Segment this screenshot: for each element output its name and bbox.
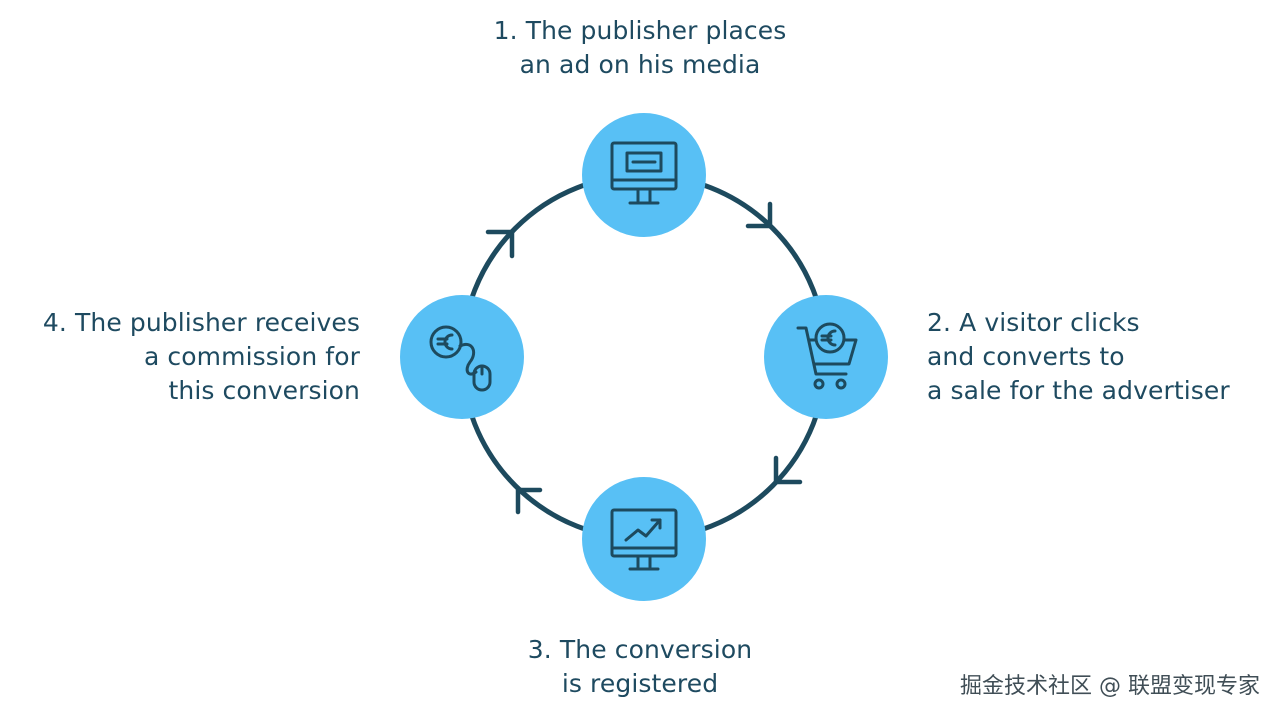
step-2-line-1: 2. A visitor clicks <box>927 308 1140 337</box>
monitor-chart-icon <box>610 508 678 571</box>
step-2-line-2: and converts to <box>927 342 1125 371</box>
euro-mouse-icon <box>429 325 492 392</box>
step-3-line-1: 3. The conversion <box>527 635 753 664</box>
node-visitor-converts <box>764 295 888 419</box>
step-3-label: 3. The conversion is registered <box>440 633 840 701</box>
step-4-label: 4. The publisher receives a commission f… <box>20 306 360 408</box>
node-conversion-registered <box>582 477 706 601</box>
cart-euro-icon <box>796 322 858 390</box>
step-2-line-3: a sale for the advertiser <box>927 376 1230 405</box>
cycle-arrow-bottom-left <box>515 487 543 515</box>
step-4-line-1: 4. The publisher receives <box>42 308 360 337</box>
step-1-line-2: an ad on his media <box>519 50 761 79</box>
cycle-arrow-bottom-right <box>773 455 803 485</box>
cycle-arrow-top-right <box>745 201 773 229</box>
node-publisher-commission <box>400 295 524 419</box>
step-3-line-2: is registered <box>561 669 719 698</box>
step-4-line-2: a commission for <box>143 342 360 371</box>
step-1-line-1: 1. The publisher places <box>493 16 787 45</box>
monitor-ad-icon <box>610 141 678 205</box>
step-1-label: 1. The publisher places an ad on his med… <box>440 14 840 82</box>
node-publisher-ad <box>582 113 706 237</box>
step-2-label: 2. A visitor clicks and converts to a sa… <box>927 306 1230 408</box>
watermark: 掘金技术社区 @ 联盟变现专家 <box>960 674 1260 699</box>
cycle-arrow-top-left <box>485 229 515 259</box>
step-4-line-3: this conversion <box>168 376 360 405</box>
